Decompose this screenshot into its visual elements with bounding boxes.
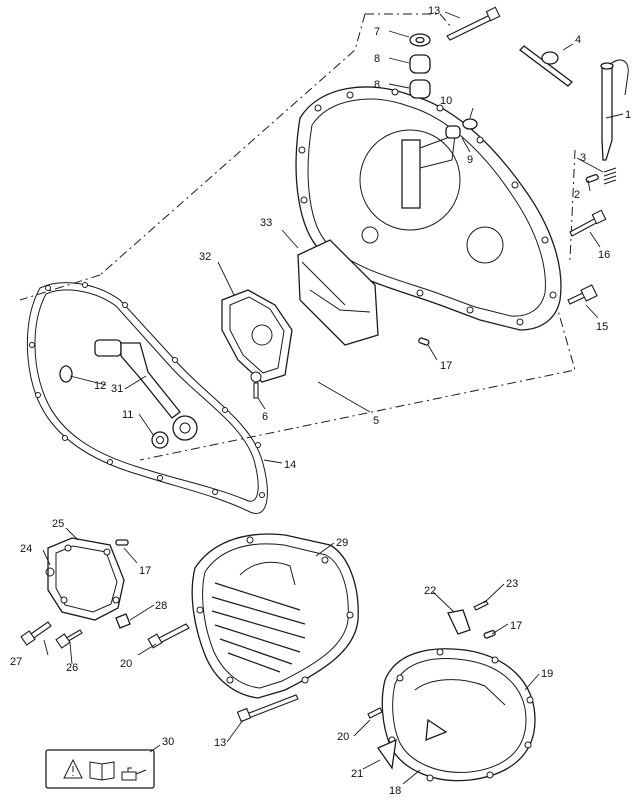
callout-labels: 1 2 3 4 5 6 7 8 8 9 10 11 12 13 13 14 15… — [10, 5, 631, 797]
callout-17b: 17 — [139, 565, 151, 577]
callout-26: 26 — [66, 662, 78, 674]
callout-24: 24 — [20, 543, 32, 555]
bush — [409, 79, 431, 99]
callout-11: 11 — [122, 409, 133, 421]
callout-33: 33 — [260, 217, 272, 229]
callout-20b: 20 — [337, 731, 349, 743]
warning-label — [45, 749, 155, 789]
callout-10: 10 — [440, 95, 452, 107]
callout-8b: 8 — [374, 79, 380, 91]
callout-23: 23 — [506, 578, 518, 590]
callout-5: 5 — [373, 415, 379, 427]
callout-6: 6 — [262, 411, 268, 423]
long-bolt — [446, 13, 496, 41]
callout-18: 18 — [389, 785, 401, 797]
callout-17c: 17 — [510, 620, 522, 632]
callout-17a: 17 — [440, 360, 452, 372]
callout-13b: 13 — [214, 737, 226, 749]
finned-outer-cover — [191, 533, 359, 699]
pushrod — [601, 65, 613, 161]
oil-can-icon — [121, 767, 147, 781]
callout-2: 2 — [574, 189, 580, 201]
screw — [253, 382, 259, 399]
long-bolt — [243, 694, 299, 720]
callout-27: 27 — [10, 656, 22, 668]
bolt — [367, 707, 383, 719]
callout-28: 28 — [155, 600, 167, 612]
callout-30: 30 — [162, 736, 174, 748]
clutch-lever-shaft — [94, 339, 198, 441]
warning-triangle-icon — [63, 758, 83, 779]
spring — [603, 167, 617, 185]
callout-15: 15 — [596, 321, 608, 333]
leader-lines — [42, 11, 624, 785]
callout-9: 9 — [467, 154, 473, 166]
cover-plate — [221, 289, 293, 383]
bolt — [569, 217, 599, 237]
callout-13a: 13 — [428, 5, 440, 17]
callout-3: 3 — [580, 152, 586, 164]
callout-4: 4 — [575, 34, 581, 46]
clutch-cover — [381, 648, 536, 782]
small-cover — [45, 537, 125, 621]
top-right-hardware — [409, 6, 629, 346]
dowel — [418, 337, 430, 346]
bearing — [151, 431, 169, 449]
callout-19: 19 — [541, 668, 553, 680]
callout-7: 7 — [374, 26, 380, 38]
manual-book-icon — [89, 761, 115, 781]
callout-8a: 8 — [374, 53, 380, 65]
oil-seal — [59, 365, 73, 383]
bracket — [447, 609, 471, 635]
primary-cover-gasket — [26, 282, 268, 514]
circlip — [462, 118, 478, 130]
fitting — [115, 613, 131, 629]
callout-14: 14 — [284, 459, 296, 471]
dowel — [483, 629, 496, 639]
callout-31: 31 — [111, 383, 123, 395]
pin — [445, 125, 461, 139]
callout-29: 29 — [336, 537, 348, 549]
bolt — [473, 600, 489, 611]
lever-arm — [519, 45, 573, 87]
triangle-badge — [377, 738, 397, 770]
callout-12: 12 — [94, 380, 106, 392]
callout-32: 32 — [199, 251, 211, 263]
callout-16: 16 — [598, 249, 610, 261]
callout-22: 22 — [424, 585, 436, 597]
bush — [409, 54, 431, 74]
dowel — [115, 539, 129, 546]
callout-20a: 20 — [120, 658, 132, 670]
callout-1: 1 — [625, 109, 631, 121]
filter-element — [297, 239, 379, 346]
callout-25: 25 — [52, 518, 64, 530]
dowel — [585, 173, 599, 183]
callout-21: 21 — [351, 768, 363, 780]
